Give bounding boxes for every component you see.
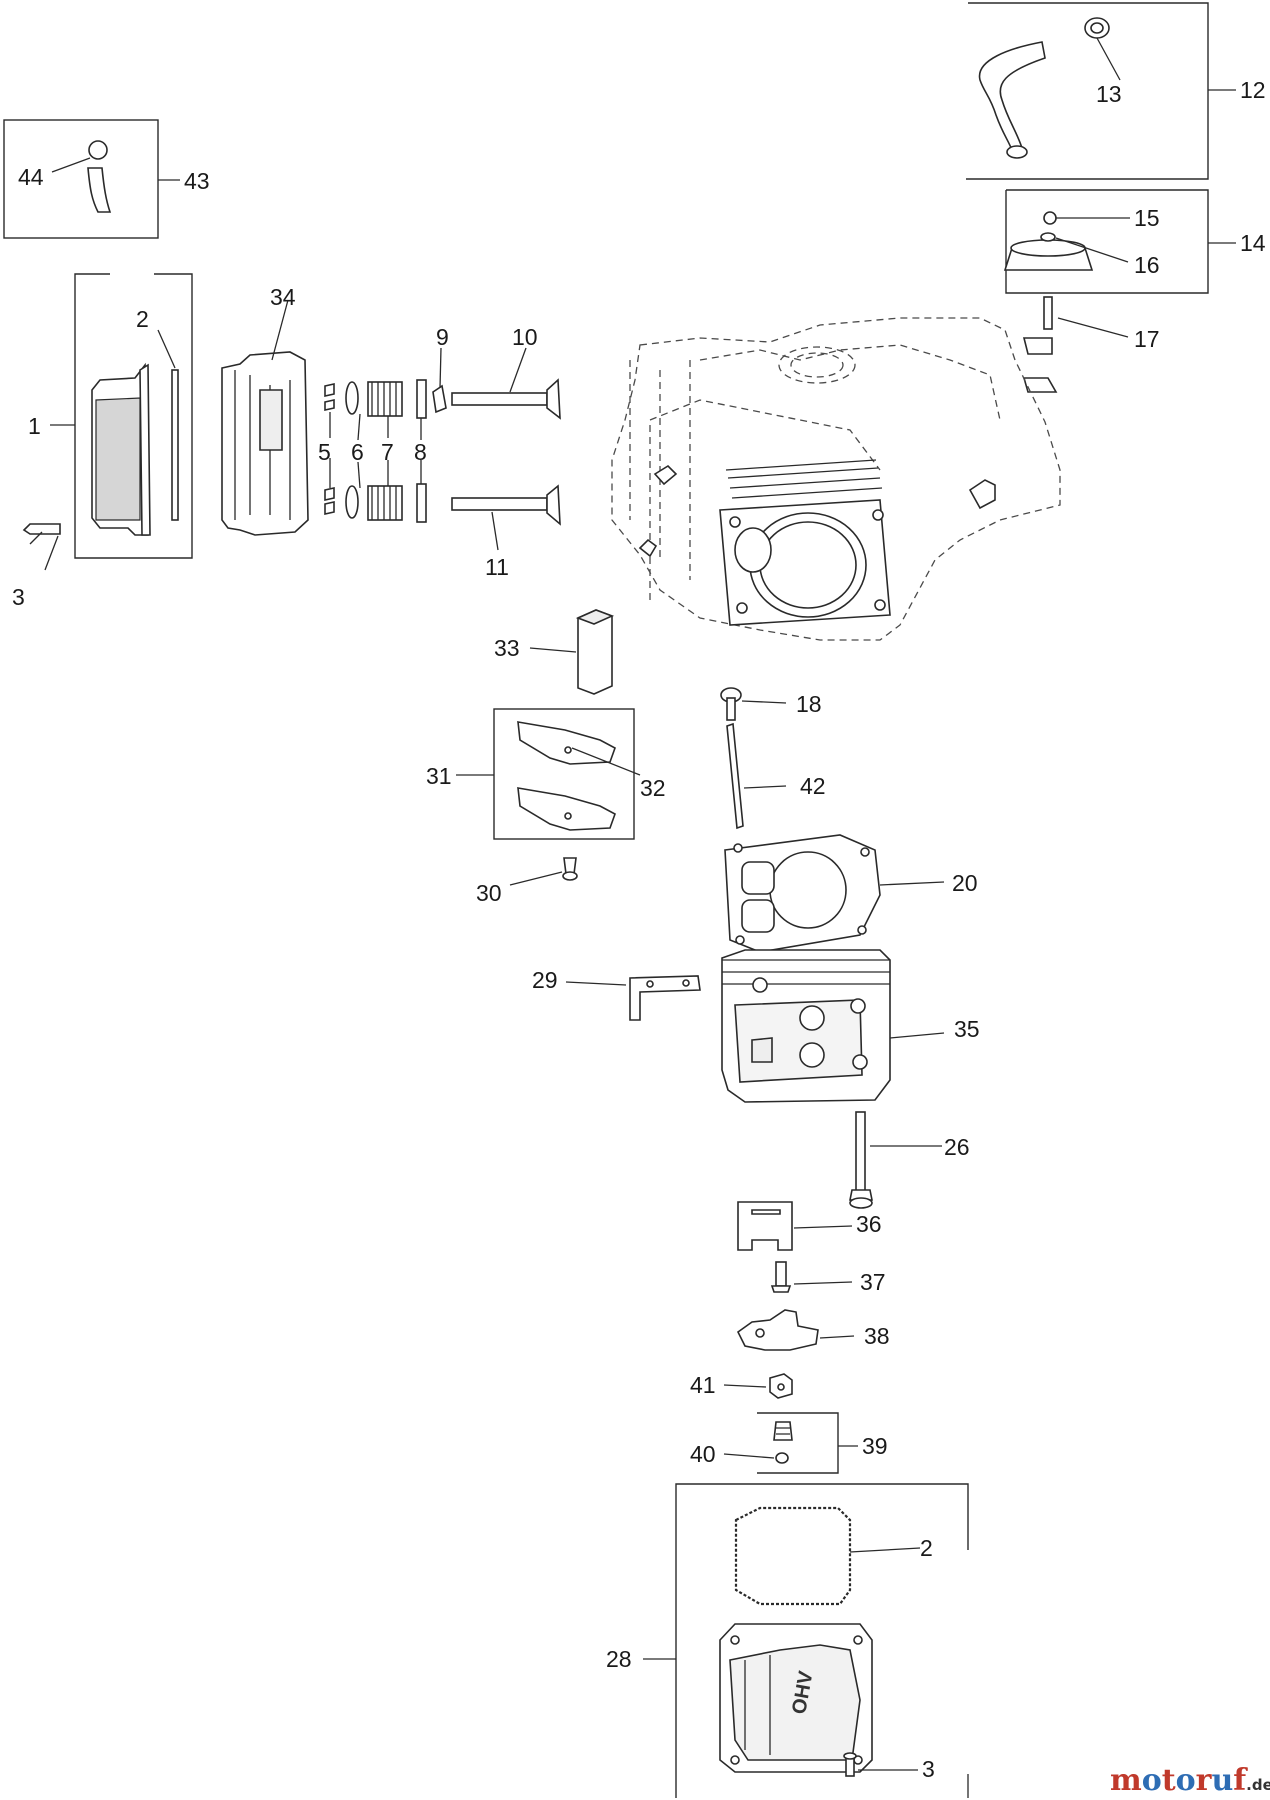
callout-18: 18 <box>796 691 822 717</box>
callout-32: 32 <box>640 775 666 801</box>
group-box-31 <box>456 708 635 840</box>
callout-30: 30 <box>476 880 502 906</box>
group-box-39 <box>757 1412 858 1474</box>
callout-9: 9 <box>436 324 449 350</box>
callout-35: 35 <box>954 1016 980 1042</box>
callout-39: 39 <box>862 1433 888 1459</box>
wm-letter-0: m <box>1110 1763 1142 1798</box>
breather-hose <box>978 17 1121 159</box>
valve-keepers <box>324 383 335 515</box>
callout-33: 33 <box>494 635 520 661</box>
wm-suffix: .de <box>1246 1776 1270 1794</box>
group-box-28 <box>643 1483 969 1798</box>
callout-10: 10 <box>512 324 538 350</box>
baffle-plates <box>517 721 641 831</box>
adjuster-nut <box>723 1421 793 1464</box>
bracket-29 <box>565 975 701 1021</box>
callout-15: 15 <box>1134 205 1160 231</box>
callout-14: 14 <box>1240 230 1266 256</box>
callout-13: 13 <box>1096 81 1122 107</box>
breather-cover-group <box>1003 211 1130 393</box>
engine-block-mount <box>638 464 996 558</box>
callout-34: 34 <box>270 284 296 310</box>
intake-valve <box>451 347 561 420</box>
callout-43: 43 <box>184 168 210 194</box>
callout-17: 17 <box>1134 326 1160 352</box>
callout-11: 11 <box>485 554 509 580</box>
callout-38: 38 <box>864 1323 890 1349</box>
valve-retainers <box>345 381 361 519</box>
rocker-arm <box>736 1309 855 1351</box>
breather-tube-small <box>51 140 112 213</box>
cylinder-head-side <box>221 299 309 536</box>
callout-36: 36 <box>856 1211 882 1237</box>
callout-31: 31 <box>426 763 452 789</box>
callout-6: 6 <box>351 439 364 465</box>
callout-7: 7 <box>381 439 394 465</box>
valve-cover-gasket <box>734 1506 921 1606</box>
rocker-bridge <box>737 1201 853 1251</box>
callout-29: 29 <box>532 967 558 993</box>
callout-26: 26 <box>944 1134 970 1160</box>
callout-40: 40 <box>690 1441 716 1467</box>
wm-letter-5: u <box>1211 1763 1233 1798</box>
wm-letter-4: r <box>1196 1763 1213 1798</box>
svg-text:motoruf.de: motoruf.de <box>1110 1763 1270 1798</box>
callout-20: 20 <box>952 870 978 896</box>
callout-1: 1 <box>28 413 41 439</box>
callout-41: 41 <box>690 1372 716 1398</box>
callout-5: 5 <box>318 439 331 465</box>
wm-letter-6: f <box>1233 1763 1248 1798</box>
valve-springs <box>367 381 403 521</box>
callout-2-top: 2 <box>136 306 149 332</box>
callout-28: 28 <box>606 1646 632 1672</box>
group-box-1 <box>50 273 193 559</box>
spacer-block <box>529 609 615 695</box>
callout-2-bottom: 2 <box>920 1535 933 1561</box>
valve-cover-side <box>22 329 179 571</box>
valve-cover-screw <box>843 1752 918 1777</box>
exhaust-valve <box>451 484 561 551</box>
pivot-block <box>723 1373 793 1399</box>
screw-30 <box>509 857 578 886</box>
head-gasket <box>724 834 945 953</box>
group-box-14 <box>1005 189 1236 294</box>
callout-42: 42 <box>800 773 826 799</box>
callout-44: 44 <box>18 164 44 190</box>
callout-3-top: 3 <box>12 584 25 610</box>
cylinder-head <box>721 949 945 1103</box>
callout-8: 8 <box>414 439 427 465</box>
head-bolt <box>849 1111 942 1209</box>
callout-37: 37 <box>860 1269 886 1295</box>
callout-12: 12 <box>1240 77 1266 103</box>
group-box-12 <box>966 2 1236 180</box>
push-rod <box>720 687 787 830</box>
wm-letter-2: t <box>1162 1763 1176 1798</box>
callout-16: 16 <box>1134 252 1160 278</box>
wm-letter-3: o <box>1176 1763 1196 1798</box>
watermark: motoruf.de <box>1110 1763 1270 1798</box>
rocker-stud <box>770 1261 853 1293</box>
valve-seals <box>416 347 447 523</box>
group-box-43 <box>3 119 180 239</box>
cylinder-barrel <box>719 459 891 626</box>
valve-cover-top: OHV <box>719 1623 873 1773</box>
engine-block-outline <box>611 317 1061 641</box>
callout-3-bottom: 3 <box>922 1756 935 1782</box>
wm-letter-1: o <box>1142 1763 1162 1798</box>
